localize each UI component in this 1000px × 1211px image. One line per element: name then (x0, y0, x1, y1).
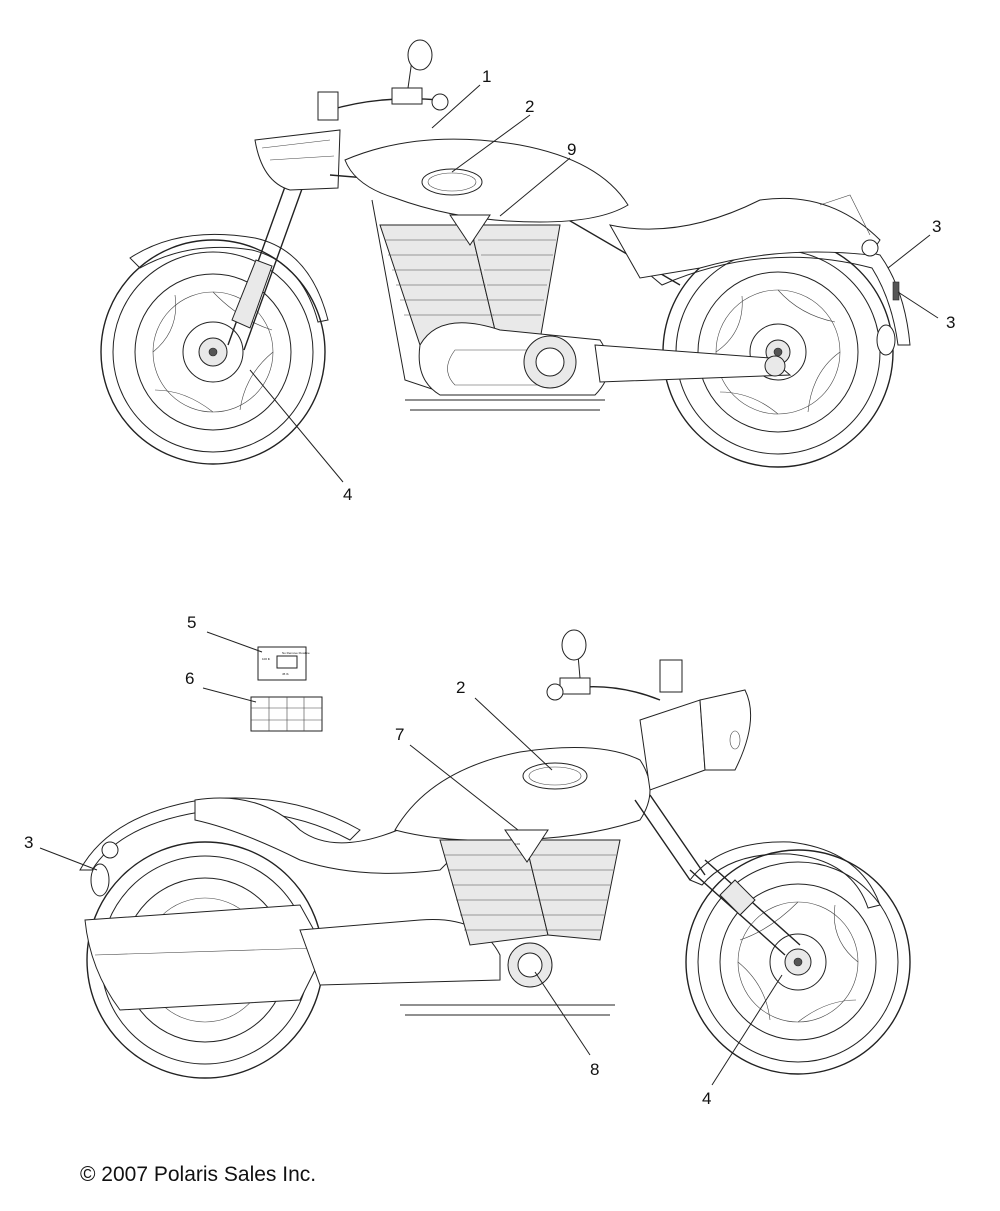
callout-4-top: 4 (343, 485, 352, 504)
decal-6-label (250, 696, 323, 732)
callout-1-top: 1 (482, 67, 491, 86)
callout-8-bottom: 8 (590, 1060, 599, 1079)
callout-5-bottom: 5 (187, 613, 196, 632)
motorcycle-right-side-view (100, 39, 911, 468)
callout-2-bottom: 2 (456, 678, 465, 697)
engine-bottom: 100 (400, 829, 621, 1016)
front-wheel-top (100, 239, 326, 465)
callout-3b-top: 3 (946, 313, 955, 332)
svg-text:100: 100 (515, 842, 520, 846)
decal-5-label: No Remove Flowline 100 lb 45 lb (257, 646, 310, 681)
engine-top (379, 214, 610, 411)
callout-3a-top: 3 (932, 217, 941, 236)
svg-text:100 lb: 100 lb (262, 657, 271, 661)
front-wheel-bottom (685, 849, 911, 1075)
callout-6-bottom: 6 (185, 669, 194, 688)
callout-leaders-bottom (39, 631, 783, 1086)
svg-text:No Remove Flowline: No Remove Flowline (282, 651, 310, 655)
callout-3-bottom: 3 (24, 833, 33, 852)
callout-7-bottom: 7 (395, 725, 404, 744)
callout-9-top: 9 (567, 140, 576, 159)
callout-2-top: 2 (525, 97, 534, 116)
callout-4-bottom: 4 (702, 1089, 711, 1108)
copyright-notice: © 2007 Polaris Sales Inc. (80, 1163, 317, 1186)
svg-text:45 lb: 45 lb (282, 672, 289, 676)
callout-labels-top: 1 2 9 3 3 4 (343, 67, 955, 504)
motorcycle-left-side-view: 100 (79, 629, 911, 1079)
callout-leaders-top (249, 84, 939, 483)
callout-labels-bottom: 5 6 2 7 3 8 4 (24, 613, 711, 1108)
